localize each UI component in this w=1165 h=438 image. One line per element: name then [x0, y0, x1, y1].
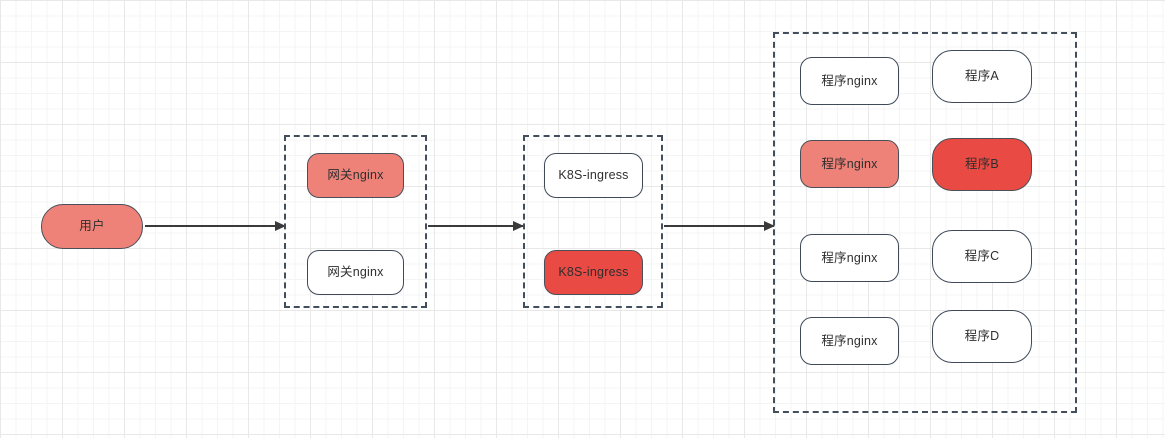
node-gateway-nginx-idle[interactable]: 网关nginx — [307, 250, 404, 295]
node-gateway-nginx-idle-label: 网关nginx — [327, 265, 384, 280]
arrow-head-icon — [275, 221, 286, 231]
node-app-nginx-3[interactable]: 程序nginx — [800, 234, 899, 282]
node-gateway-nginx-active-label: 网关nginx — [327, 168, 384, 183]
node-app-d-label: 程序D — [964, 329, 1000, 344]
arrow-user-to-gateway — [145, 221, 286, 231]
node-app-nginx-2-label: 程序nginx — [821, 156, 878, 171]
arrow-gateway-to-k8s — [428, 221, 524, 231]
group-gateway — [284, 135, 427, 308]
node-app-d[interactable]: 程序D — [932, 310, 1032, 363]
node-app-a-label: 程序A — [965, 69, 999, 84]
node-app-nginx-2[interactable]: 程序nginx — [800, 140, 899, 188]
arrow-line — [145, 225, 285, 227]
node-k8s-ingress-active-label: K8S-ingress — [558, 265, 629, 280]
node-app-a[interactable]: 程序A — [932, 50, 1032, 103]
node-user-label: 用户 — [79, 219, 105, 234]
node-app-c[interactable]: 程序C — [932, 230, 1032, 283]
node-user[interactable]: 用户 — [41, 204, 143, 249]
node-gateway-nginx-active[interactable]: 网关nginx — [307, 153, 404, 198]
arrow-line — [428, 225, 523, 227]
node-k8s-ingress-active[interactable]: K8S-ingress — [544, 250, 643, 295]
node-app-b[interactable]: 程序B — [932, 138, 1032, 191]
arrow-head-icon — [513, 221, 524, 231]
arrow-line — [664, 225, 774, 227]
group-k8s — [523, 135, 663, 308]
group-applications — [773, 32, 1077, 413]
node-app-nginx-1-label: 程序nginx — [821, 73, 878, 88]
node-app-nginx-3-label: 程序nginx — [821, 250, 878, 265]
node-app-nginx-4-label: 程序nginx — [821, 333, 878, 348]
node-app-nginx-1[interactable]: 程序nginx — [800, 57, 899, 105]
node-k8s-ingress-idle[interactable]: K8S-ingress — [544, 153, 643, 198]
node-k8s-ingress-idle-label: K8S-ingress — [558, 168, 629, 183]
arrow-k8s-to-apps — [664, 221, 775, 231]
arrow-head-icon — [764, 221, 775, 231]
node-app-b-label: 程序B — [965, 157, 999, 172]
node-app-nginx-4[interactable]: 程序nginx — [800, 317, 899, 365]
node-app-c-label: 程序C — [964, 249, 1000, 264]
